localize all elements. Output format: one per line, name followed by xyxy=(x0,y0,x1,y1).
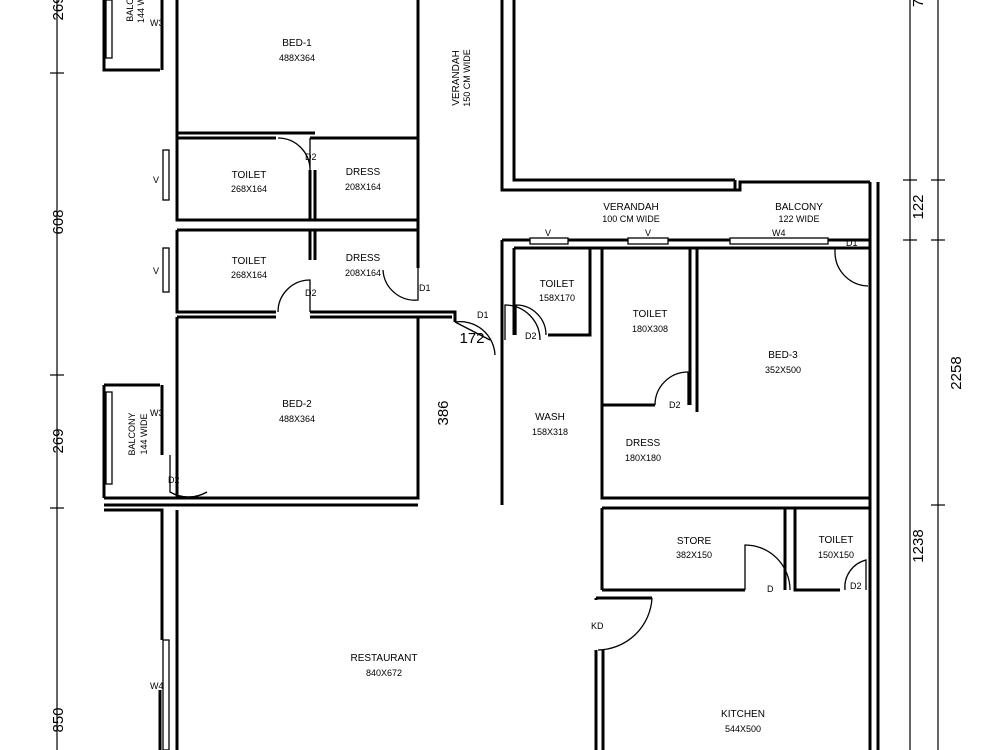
right-top-walls xyxy=(500,0,870,192)
tag-v1: V xyxy=(153,175,159,185)
toilet1-name: TOILET xyxy=(232,170,267,181)
kitchen-size: 544X500 xyxy=(725,724,761,734)
dress2-name: DRESS xyxy=(346,253,381,264)
left-wing-walls xyxy=(102,0,457,750)
tag-d2-toilet2: D2 xyxy=(305,288,317,298)
door-d2-toilet1 xyxy=(277,137,311,171)
bed3-size: 352X500 xyxy=(765,365,801,375)
verandah-top-width: 150 CM WIDE xyxy=(462,49,472,107)
balcony-left-name: BALCONY xyxy=(127,412,137,455)
toilet3-name: TOILET xyxy=(540,279,575,290)
store-name: STORE xyxy=(677,536,712,547)
wash-name: WASH xyxy=(535,412,565,423)
door-d1-bed3 xyxy=(834,248,869,287)
door-kd-kitchen xyxy=(597,597,653,651)
toilet2-size: 268X164 xyxy=(231,270,267,280)
dress1-name: DRESS xyxy=(346,167,381,178)
dimension-labels: 269 608 269 850 7 122 2258 1238 386 172 xyxy=(50,0,965,733)
tag-d2-toilet1: D2 xyxy=(305,152,317,162)
bed3-name: BED-3 xyxy=(768,350,798,361)
window-v2 xyxy=(162,247,170,293)
door-d1-dress2 xyxy=(382,268,419,301)
toilet5-name: TOILET xyxy=(819,535,854,546)
window-w3-top xyxy=(105,0,113,59)
doors xyxy=(169,137,869,651)
door-d2-toilet2 xyxy=(277,279,311,313)
balcony-left-width: 144 WIDE xyxy=(139,413,149,454)
door-d1-wash xyxy=(504,304,541,341)
dim-right-top: 7 xyxy=(910,0,927,7)
bed1-name: BED-1 xyxy=(282,38,312,49)
tag-w3-top: W3 xyxy=(150,18,164,28)
door-d2-toilet4 xyxy=(654,371,689,406)
tag-d2-balcony: D2 xyxy=(168,475,180,485)
dim-left-c: 850 xyxy=(50,707,67,732)
toilet2-name: TOILET xyxy=(232,256,267,267)
restaurant-name: RESTAURANT xyxy=(350,653,417,664)
tag-w4-top: W4 xyxy=(772,228,786,238)
room-labels: BED-1 488X364 TOILET 268X164 DRESS 208X1… xyxy=(125,0,854,734)
dim-right-c: 1238 xyxy=(910,529,927,562)
opening-tags: W3 W3 W4 W4 V V V V D1 D1 D1 D2 D2 D2 D2… xyxy=(150,18,862,691)
tag-d-store: D xyxy=(767,584,774,594)
verandah-mid-name: VERANDAH xyxy=(603,202,659,213)
bed2-name: BED-2 xyxy=(282,399,312,410)
verandah-mid-width: 100 CM WIDE xyxy=(602,214,660,224)
window-v1 xyxy=(162,149,170,201)
bed1-size: 488X364 xyxy=(279,53,315,63)
dim-mid-a: 386 xyxy=(435,400,452,425)
restaurant-size: 840X672 xyxy=(366,668,402,678)
dim-mid-b: 172 xyxy=(459,330,484,347)
door-d2-balcony xyxy=(169,455,208,498)
toilet1-size: 268X164 xyxy=(231,184,267,194)
dim-left-top: 269 xyxy=(50,0,67,21)
window-v3 xyxy=(529,237,569,245)
tag-d1-dress2: D1 xyxy=(419,283,431,293)
dim-left-a: 608 xyxy=(50,209,67,234)
wash-size: 158X318 xyxy=(532,427,568,437)
verandah-top-name: VERANDAH xyxy=(451,50,462,106)
door-d1-corridor xyxy=(454,320,496,356)
window-w4-left xyxy=(162,639,170,750)
tag-d1-bed3: D1 xyxy=(846,238,858,248)
windows xyxy=(105,0,829,750)
balcony-right-name: BALCONY xyxy=(775,202,823,213)
door-d2-toilet5 xyxy=(844,559,867,591)
tag-d2-toilet3: D2 xyxy=(525,331,537,341)
dim-right-a: 122 xyxy=(910,194,927,219)
door-d2-toilet3 xyxy=(515,304,547,336)
window-w4-top xyxy=(729,237,829,245)
dimension-lines xyxy=(50,0,945,750)
tag-d1-corridor: D1 xyxy=(477,310,489,320)
dress3-size: 180X180 xyxy=(625,453,661,463)
dim-right-b: 2258 xyxy=(948,356,965,389)
balcony-right-width: 122 WIDE xyxy=(778,214,819,224)
bed2-size: 488X364 xyxy=(279,414,315,424)
right-wing-walls xyxy=(500,182,880,750)
tag-d2-toilet4: D2 xyxy=(669,400,681,410)
tag-v4: V xyxy=(645,228,651,238)
tag-v2: V xyxy=(153,266,159,276)
dim-left-b: 269 xyxy=(50,428,67,453)
kitchen-name: KITCHEN xyxy=(721,709,765,720)
dress3-name: DRESS xyxy=(626,438,661,449)
toilet3-size: 158X170 xyxy=(539,293,575,303)
tag-w4-left: W4 xyxy=(150,681,164,691)
window-w3-left xyxy=(105,391,113,485)
store-size: 382X150 xyxy=(676,550,712,560)
tag-w3-left: W3 xyxy=(150,408,164,418)
toilet4-size: 180X308 xyxy=(632,324,668,334)
toilet5-size: 150X150 xyxy=(818,550,854,560)
balcony-top-left-name: BALC xyxy=(125,0,135,22)
dress1-size: 208X164 xyxy=(345,182,381,192)
tag-kd: KD xyxy=(591,621,604,631)
toilet4-name: TOILET xyxy=(633,309,668,320)
window-v4 xyxy=(627,237,669,245)
balcony-top-left-width: 144 W xyxy=(136,0,146,23)
dress2-size: 208X164 xyxy=(345,268,381,278)
tag-d2-toilet5: D2 xyxy=(850,581,862,591)
tag-v3: V xyxy=(545,228,551,238)
door-d-store xyxy=(744,544,791,591)
